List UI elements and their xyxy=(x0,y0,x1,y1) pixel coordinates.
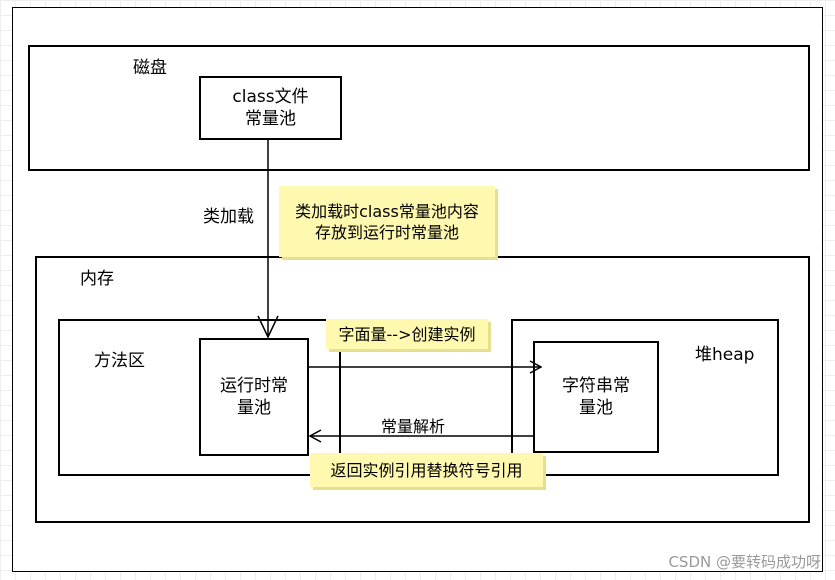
watermark: CSDN @要转码成功呀 xyxy=(668,553,821,571)
string-constant-pool-line1: 字符串常 xyxy=(562,376,630,396)
class-constant-pool-line1: class文件 xyxy=(232,87,309,107)
disk-box xyxy=(28,45,810,171)
method-area-label: 方法区 xyxy=(94,351,145,371)
disk-label: 磁盘 xyxy=(133,58,167,78)
heap-label: 堆heap xyxy=(695,345,755,365)
create-instance-arrowhead xyxy=(529,360,543,374)
class-constant-pool-box: class文件 常量池 xyxy=(199,76,342,140)
class-loading-label: 类加载 xyxy=(203,207,254,227)
class-loading-arrowhead xyxy=(257,315,279,339)
class-constant-pool-line2: 常量池 xyxy=(244,109,296,129)
constant-resolution-label: 常量解析 xyxy=(381,417,446,436)
runtime-constant-pool-line2: 量池 xyxy=(237,398,271,418)
class-loading-note-line1: 类加载时class常量池内容 xyxy=(295,201,479,221)
class-loading-note-line2: 存放到运行时常量池 xyxy=(314,222,459,242)
runtime-constant-pool-line1: 运行时常 xyxy=(220,376,288,396)
runtime-constant-pool-box: 运行时常 量池 xyxy=(199,338,309,456)
literal-create-instance-note: 字面量-->创建实例 xyxy=(326,319,488,349)
memory-label: 内存 xyxy=(80,269,114,289)
string-constant-pool-box: 字符串常 量池 xyxy=(533,341,659,453)
resolve-arrowhead xyxy=(308,429,322,443)
return-reference-note: 返回实例引用替换符号引用 xyxy=(310,453,543,487)
string-constant-pool-line2: 量池 xyxy=(579,398,613,418)
class-loading-note: 类加载时class常量池内容 存放到运行时常量池 xyxy=(279,186,495,257)
